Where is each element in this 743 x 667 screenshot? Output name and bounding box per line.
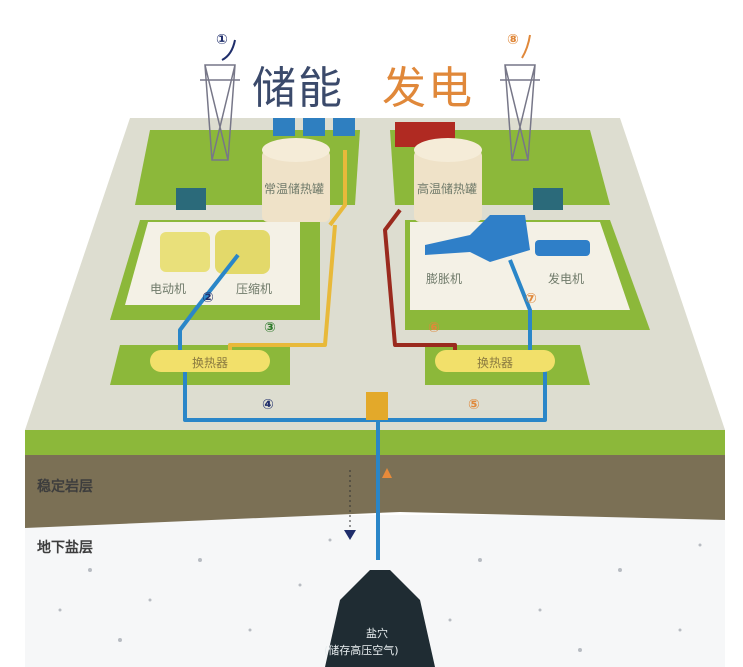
- transformer-right: [533, 188, 563, 210]
- generation-title: 发电: [382, 63, 474, 114]
- heat-exchanger-right: [435, 350, 555, 372]
- valve: [366, 392, 388, 420]
- output-arrow-icon: [521, 34, 531, 59]
- input-arrow-icon: [221, 39, 236, 61]
- cavern-note: (储存高压空气): [324, 644, 399, 657]
- step-7: ⑦: [525, 291, 537, 307]
- step-4: ④: [262, 397, 274, 413]
- step-6: ⑥: [428, 320, 440, 336]
- step-1: ①: [216, 32, 228, 48]
- down-arrow-icon: [344, 530, 356, 540]
- power-tower-left: [200, 64, 240, 161]
- motor-label: 电动机: [150, 282, 187, 296]
- expander: [425, 215, 530, 262]
- cavern-label: 盐穴: [366, 627, 388, 640]
- motor: [160, 232, 210, 272]
- step-2: ②: [202, 290, 214, 306]
- salt-layer-label: 地下盐层: [37, 540, 93, 556]
- salt-cavern: [325, 570, 435, 667]
- storage-title: 储能: [252, 63, 344, 114]
- heat-exchanger-left-label: 换热器: [192, 356, 229, 370]
- transformer-left: [176, 188, 206, 210]
- step-8: ⑧: [507, 32, 519, 48]
- expander-label: 膨胀机: [426, 272, 463, 286]
- high-temp-tank-label: 高温储热罐: [417, 182, 478, 196]
- up-arrow-icon: [382, 468, 392, 478]
- pipe-hot: [383, 208, 457, 358]
- low-temp-tank: [262, 138, 330, 222]
- heat-exchanger-left: [150, 350, 270, 372]
- generator: [535, 240, 590, 256]
- step-3: ③: [264, 320, 276, 336]
- power-tower-right: [500, 64, 540, 161]
- pipe-air: [178, 253, 547, 560]
- compressor: [215, 230, 270, 274]
- compressor-label: 压缩机: [236, 282, 273, 296]
- generator-label: 发电机: [548, 272, 585, 286]
- low-temp-tank-label: 常温储热罐: [264, 182, 325, 196]
- ground-edge: [25, 430, 725, 455]
- step-5: ⑤: [468, 397, 480, 413]
- rock-layer-label: 稳定岩层: [37, 479, 93, 495]
- heat-exchanger-right-label: 换热器: [477, 356, 514, 370]
- buildings: [273, 118, 455, 147]
- high-temp-tank: [414, 138, 482, 222]
- rock-layer: [25, 452, 725, 528]
